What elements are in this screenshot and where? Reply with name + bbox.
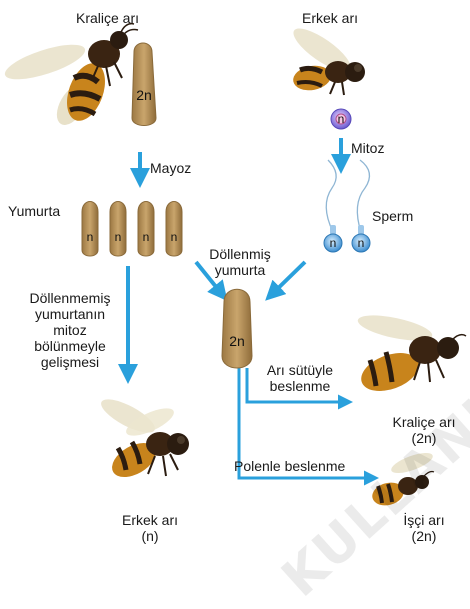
queen-cell-ploidy: 2n [136,87,152,103]
sperm: n [324,160,342,252]
queen-bee-image [1,24,138,130]
eggs-row: n n n n [82,202,182,257]
zygote-ploidy: 2n [229,333,245,349]
mitosis-label: Mitoz [351,140,384,156]
egg: n [110,202,126,257]
sperm: n [352,160,370,252]
egg-ploidy: n [87,230,94,244]
egg-label: Yumurta [8,203,60,219]
queen-2n-cell: 2n [132,43,156,126]
sperm-ploidy: n [358,236,365,250]
egg: n [166,202,182,257]
bee-reproduction-diagram: 2n n n n [0,0,470,548]
male-result-image [97,393,189,484]
male-n-cell: n [331,109,351,129]
male-cell-ploidy: n [338,112,345,126]
egg: n [138,202,154,257]
pollen-label: Polenle beslenme [234,458,345,474]
zygote: 2n [222,289,252,368]
male-top-label: Erkek arı [302,10,358,26]
queen-top-label: Kraliçe arı [76,10,139,26]
sperm-ploidy: n [330,236,337,250]
male-bee-image [288,21,365,95]
royal-jelly-label: Arı sütüyle beslenme [258,362,342,394]
fertilized-egg-label: Döllenmiş yumurta [200,246,280,278]
sperm-label: Sperm [372,208,413,224]
egg-ploidy: n [171,230,178,244]
meiosis-label: Mayoz [150,160,191,176]
queen-result-image [356,310,466,398]
sperm-cells: n n [324,160,370,252]
egg-ploidy: n [143,230,150,244]
male-result-label: Erkek arı (n) [110,512,190,544]
unfertilized-label: Döllenmemiş yumurtanın mitoz bölünmeyle … [20,290,120,370]
egg: n [82,202,98,257]
egg-ploidy: n [115,230,122,244]
